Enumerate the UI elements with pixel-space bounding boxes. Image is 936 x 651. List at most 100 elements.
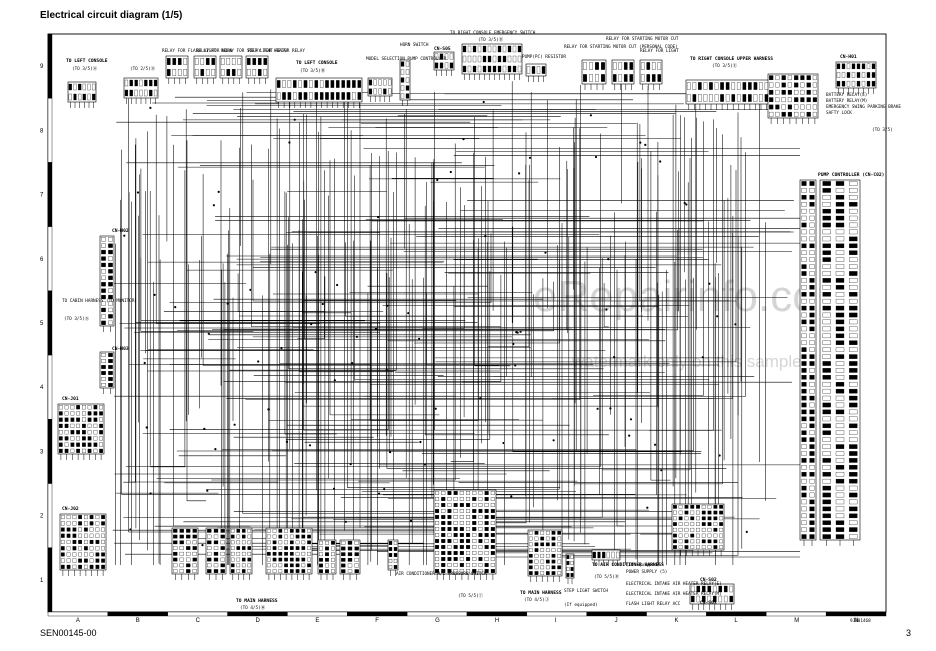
- wire: [487, 180, 530, 347]
- junction-dot: [226, 302, 229, 305]
- wire: [414, 147, 560, 344]
- relay-heater: [245, 55, 269, 84]
- wire: [649, 119, 714, 431]
- junction-dot: [377, 216, 380, 219]
- row-band: [47, 33, 53, 99]
- junction-dot: [613, 356, 616, 359]
- row-band: [47, 98, 53, 163]
- label-horn-switch: HORN SWITCH: [400, 42, 429, 48]
- connector-battery: [767, 73, 819, 124]
- wire: [345, 242, 689, 317]
- column-label: C: [196, 618, 201, 624]
- label-to-cabin-harness: TO CABIN HARNESS (TO MONITOR): [62, 298, 137, 304]
- wire: [125, 133, 601, 467]
- junction-dot: [407, 312, 410, 315]
- label-pump-controller: PUMP CONTROLLER (CN-C02): [818, 172, 884, 178]
- row-label: 2: [40, 514, 44, 520]
- label-cn-h02: CN-H02: [112, 228, 129, 234]
- column-band: [167, 611, 228, 617]
- label-air-conditioner-hl: AIR CONDITIONER H/L PRESSURE SWITCH: [396, 571, 487, 577]
- junction-dot: [349, 463, 352, 466]
- wire: [223, 229, 678, 331]
- column-band: [347, 611, 408, 617]
- label-to-left-console-a: TO LEFT CONSOLE: [66, 58, 108, 64]
- junction-dot: [528, 156, 532, 159]
- label-if-equipped: (If equipped): [564, 602, 598, 608]
- wire: [202, 174, 500, 366]
- junction-dot: [207, 332, 210, 335]
- wire: [364, 152, 746, 397]
- wire: [276, 118, 319, 549]
- wire: [186, 140, 207, 502]
- wire: [123, 144, 136, 483]
- relay-starting-motor: [581, 59, 607, 90]
- connector-air-hl: [387, 539, 399, 576]
- junction-dot: [419, 440, 422, 444]
- junction-dot: [514, 364, 517, 367]
- relay-light: [639, 59, 663, 90]
- junction-dot: [605, 308, 608, 311]
- junction-dot: [344, 520, 347, 523]
- label-emergency-swing: EMERGENCY SWING PARKING BRAKE: [826, 104, 901, 110]
- wire: [268, 238, 479, 421]
- figure-id: 9JB01468: [850, 618, 871, 624]
- junction-dot: [389, 451, 392, 454]
- connector-k-right: [671, 503, 725, 556]
- junction-dot: [321, 302, 324, 306]
- column-label: H: [495, 618, 499, 624]
- connector-horn-switch: [399, 59, 411, 106]
- wire: [474, 116, 511, 367]
- label-relay-step: RELAY FOR STEP LIGHT RELAY: [221, 48, 289, 54]
- junction-dot: [206, 489, 209, 492]
- junction-dot: [336, 283, 339, 287]
- junction-dot: [479, 397, 482, 400]
- label-flash-light-relay: FLASH LIGHT RELAY ACC: [626, 601, 681, 607]
- junction-dot: [462, 138, 465, 141]
- connector-i-5-5: [433, 489, 497, 580]
- junction-dot: [544, 251, 547, 254]
- row-label: 6: [40, 257, 44, 263]
- wire: [329, 160, 440, 416]
- wire: [297, 170, 325, 339]
- junction-dot: [174, 306, 177, 309]
- connector-pump-resistor: [525, 63, 547, 82]
- relay-flash-light: [165, 55, 189, 84]
- connector-main-harness-6: [339, 539, 361, 580]
- row-label: 8: [40, 128, 44, 134]
- wire: [229, 152, 397, 371]
- document-code: SEN00145-00: [40, 628, 97, 638]
- wire: [252, 179, 737, 302]
- junction-dot: [386, 304, 389, 307]
- label-cn-s03: CN-S03: [700, 600, 717, 606]
- connector-cn-j01: [57, 403, 105, 460]
- connector-main-harness-3: [229, 527, 253, 580]
- connector-main-harness-2: [205, 527, 227, 580]
- junction-dot: [434, 407, 437, 410]
- wire: [177, 281, 554, 332]
- row-band: [47, 290, 53, 356]
- junction-dot: [502, 441, 505, 445]
- junction-dot: [654, 443, 657, 446]
- wire: [288, 217, 604, 370]
- row-band: [47, 226, 53, 292]
- wire: [435, 170, 737, 363]
- column-label: G: [435, 618, 440, 624]
- column-label: M: [794, 618, 799, 624]
- column-label: A: [76, 618, 80, 624]
- junction-dot: [374, 327, 377, 330]
- label-to-cabin-ref: (TO 3/5)Ⓖ: [64, 315, 90, 322]
- junction-dot: [701, 356, 704, 359]
- label-to-air-conditioner-ref: (TO 5/5)Ⓚ: [594, 573, 620, 580]
- wire: [245, 128, 581, 400]
- connector-cn-h03: [99, 351, 115, 394]
- page-number: 3: [906, 628, 912, 638]
- junction-dot: [552, 439, 555, 442]
- column-label: E: [315, 618, 319, 624]
- junction-dot: [646, 506, 649, 509]
- junction-dot: [708, 282, 711, 285]
- wire: [602, 157, 691, 471]
- row-band: [47, 162, 53, 227]
- wire: [575, 134, 723, 485]
- pump-controller-cn-c02: [819, 179, 861, 546]
- junction-dot: [423, 463, 426, 466]
